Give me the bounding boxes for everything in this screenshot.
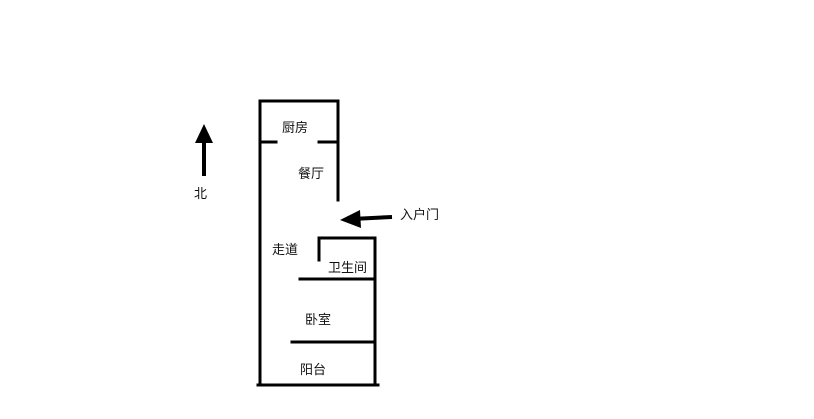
room-label-kitchen: 厨房 xyxy=(282,120,308,136)
room-label-bedroom: 卧室 xyxy=(305,312,331,328)
room-label-bathroom: 卫生间 xyxy=(328,261,367,276)
arrow-up-icon xyxy=(195,124,213,176)
arrow-left-icon xyxy=(340,210,393,228)
compass-label: 北 xyxy=(194,187,207,202)
walls xyxy=(256,99,380,387)
room-label-balcony: 阳台 xyxy=(300,363,326,378)
room-label-corridor: 走道 xyxy=(272,243,298,258)
entrance-label: 入户门 xyxy=(400,207,439,223)
room-label-dining: 餐厅 xyxy=(298,166,324,182)
